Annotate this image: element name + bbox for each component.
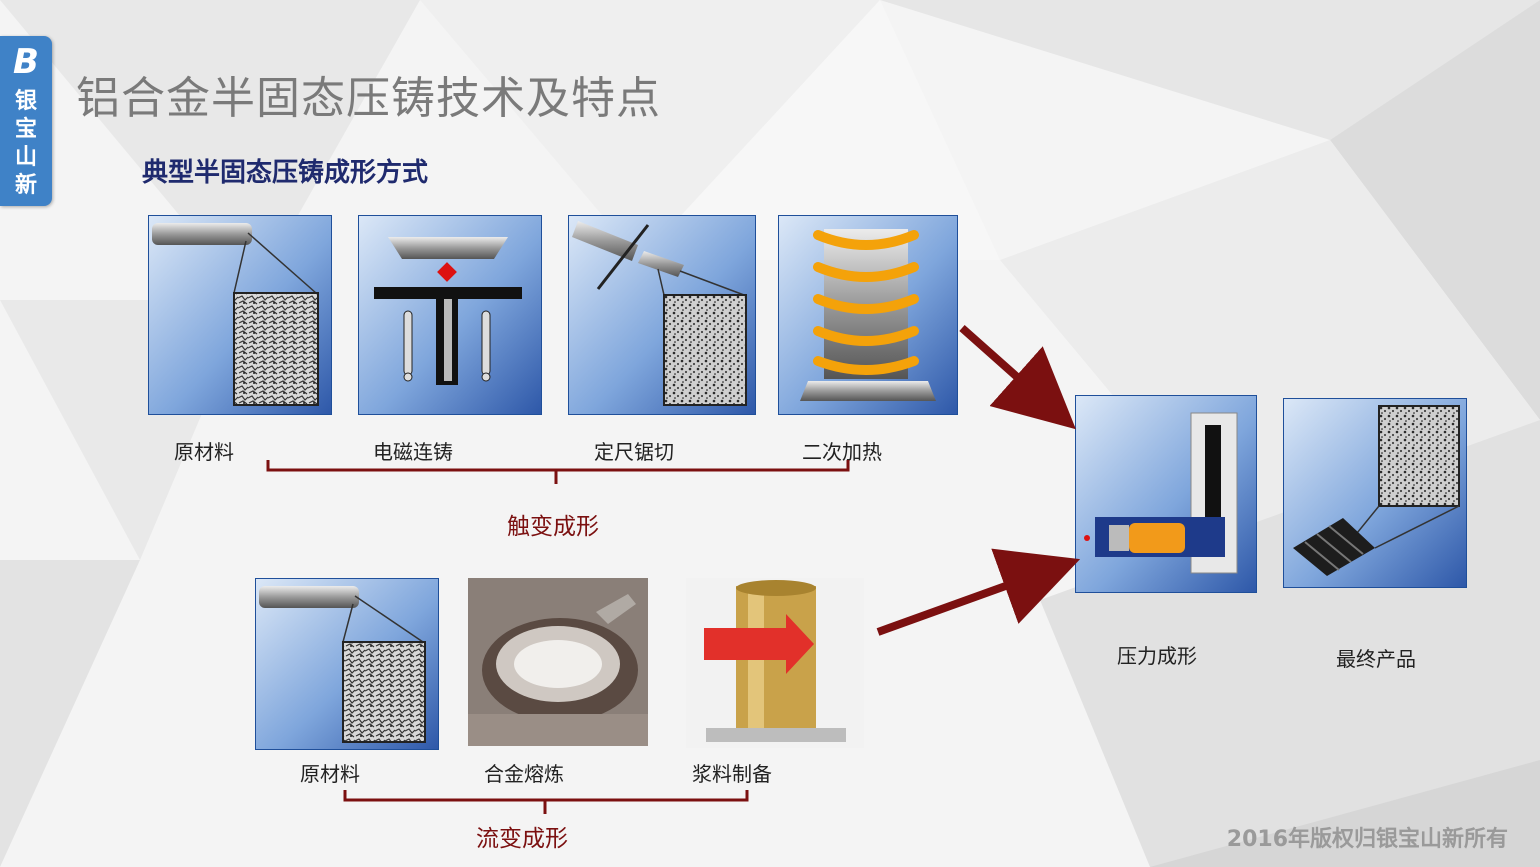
- slide-title: 铝合金半固态压铸技术及特点: [76, 73, 661, 124]
- pressure-forming-image: [1075, 395, 1257, 593]
- rheo-step-raw-material: 原材料: [300, 762, 360, 786]
- brand-logo: B 银宝山新: [0, 36, 52, 206]
- rheo-group-label: 流变成形: [476, 826, 568, 852]
- thixo-step-reheating: 二次加热: [802, 440, 882, 464]
- thixo-step-electromagnetic-casting: 电磁连铸: [373, 440, 453, 464]
- slurry-preparation-image: [686, 578, 864, 748]
- fixed-length-sawing-image: [568, 215, 756, 415]
- alloy-melting-image: [468, 578, 648, 746]
- result-step-final-product: 最终产品: [1336, 647, 1416, 671]
- thixo-raw-material-image: [148, 215, 332, 415]
- secondary-heating-image: [778, 215, 958, 415]
- result-step-pressure-forming: 压力成形: [1117, 644, 1197, 668]
- final-product-image: [1283, 398, 1467, 588]
- slide-subtitle: 典型半固态压铸成形方式: [142, 158, 429, 188]
- brand-b-icon: B: [13, 42, 39, 82]
- rheo-raw-material-image: [255, 578, 439, 750]
- rheo-step-slurry: 浆料制备: [692, 762, 772, 786]
- copyright-footer: 2016年版权归银宝山新所有: [1226, 827, 1508, 852]
- rheo-step-melting: 合金熔炼: [484, 762, 564, 786]
- electromagnetic-casting-image: [358, 215, 542, 415]
- thixo-step-sawing: 定尺锯切: [594, 440, 674, 464]
- brand-logo-text: 银宝山新: [14, 89, 37, 198]
- thixo-group-label: 触变成形: [507, 514, 599, 540]
- thixo-step-raw-material: 原材料: [174, 440, 234, 464]
